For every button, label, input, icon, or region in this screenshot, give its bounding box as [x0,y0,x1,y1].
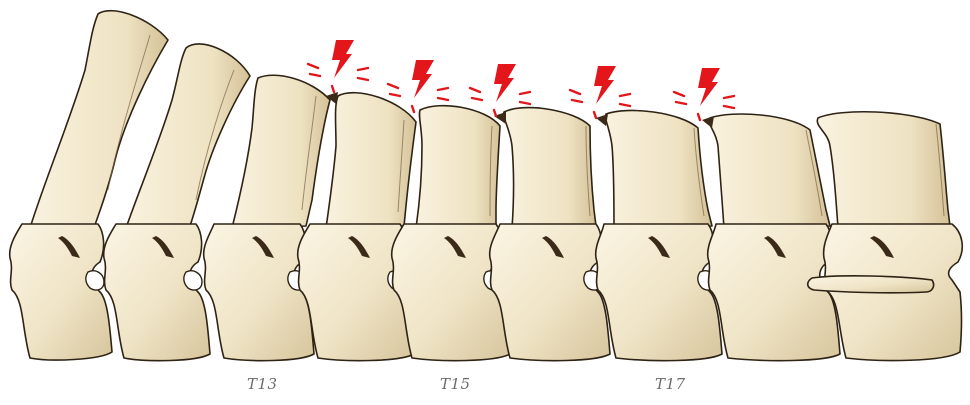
lightning-bolt-icon [494,64,516,102]
vertebra-8 [702,114,840,361]
spinous-process-7 [606,110,712,228]
vertebra-t17 [596,110,722,360]
spinous-process-8 [709,114,830,228]
spinous-process-9 [817,112,950,228]
label-t17: T17 [655,375,686,393]
label-t15: T15 [440,375,471,393]
pain-marker-1 [308,40,368,92]
vertebral-body-1 [10,224,112,360]
spinous-process-4 [326,93,416,228]
lightning-bolt-icon [594,66,616,104]
spinous-process-6 [504,108,596,228]
lightning-bolt-icon [698,68,720,106]
intervertebral-disc [808,276,934,293]
vertebral-body-2 [104,224,210,361]
vertebra-6 [490,108,610,361]
pain-marker-5 [674,68,734,120]
lightning-bolt-icon [412,60,434,98]
lightning-bolt-icon [332,40,354,78]
label-t13: T13 [247,375,278,393]
pain-marker-2 [388,60,448,112]
spinous-process-5 [416,106,500,228]
vertebral-body-3 [204,224,314,361]
